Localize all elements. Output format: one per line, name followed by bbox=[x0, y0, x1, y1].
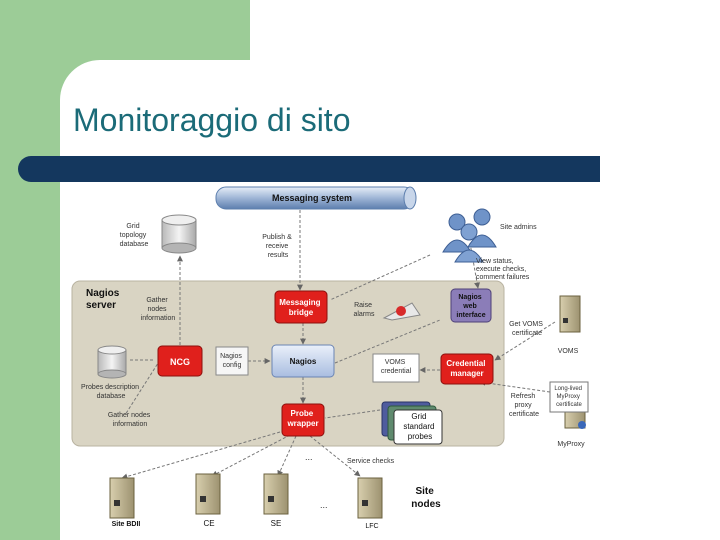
title-underline-bar bbox=[18, 156, 600, 182]
view-status-label: View status, execute checks, comment fai… bbox=[476, 258, 530, 281]
credential-manager-box bbox=[440, 353, 494, 385]
voms-credential-doc-icon bbox=[372, 353, 420, 383]
credential-manager-label: Credential manager bbox=[446, 359, 487, 378]
gather-nodes-info-bottom-label: Gather nodes information bbox=[108, 412, 152, 428]
grid-standard-probes-stack bbox=[381, 401, 443, 445]
site-bdii-server-icon bbox=[109, 477, 135, 519]
messaging-bridge-box bbox=[274, 290, 328, 324]
architecture-diagram: Nagios server Messaging system Grid to bbox=[71, 186, 589, 530]
voms-server-icon bbox=[559, 295, 581, 333]
ce-server-icon bbox=[195, 473, 221, 515]
voms-credential-label: VOMS credential bbox=[381, 359, 412, 375]
probe-wrapper-box bbox=[281, 403, 325, 437]
nagios-box bbox=[271, 344, 335, 378]
nagios-config-doc-icon bbox=[215, 346, 249, 376]
probes-description-label: Probes description database bbox=[81, 384, 141, 400]
messaging-system-pipe: Messaging system bbox=[215, 186, 417, 210]
ncg-box bbox=[157, 345, 203, 377]
service-checks-label: Service checks bbox=[347, 458, 395, 465]
probes-description-database-icon bbox=[97, 345, 127, 379]
se-server-icon bbox=[263, 473, 289, 515]
site-admins-label: Site admins bbox=[500, 224, 537, 231]
site-nodes-label: Site nodes bbox=[411, 486, 441, 510]
probe-wrapper-label: Probe wrapper bbox=[286, 409, 318, 428]
publish-receive-label: Publish & receive results bbox=[262, 234, 294, 259]
site-admins-icon bbox=[442, 208, 497, 263]
messaging-bridge-label: Messaging bridge bbox=[279, 298, 323, 317]
grid-topology-label: Grid topology database bbox=[120, 223, 149, 248]
lfc-server-icon bbox=[357, 477, 383, 519]
node-label-lfc: LFC bbox=[365, 523, 378, 530]
gather-nodes-info-top-label: Gather nodes information bbox=[141, 297, 176, 322]
refresh-proxy-label: Refresh proxy certificate bbox=[509, 393, 539, 418]
node-label-site-bdii: Site BDII bbox=[112, 521, 141, 528]
slide-title: Monitoraggio di sito bbox=[73, 102, 351, 138]
node-label-ce: CE bbox=[203, 519, 214, 528]
node-label-se: SE bbox=[271, 519, 282, 528]
nagios-config-label: Nagios config bbox=[220, 353, 244, 369]
nagios-server-label: Nagios bbox=[86, 288, 120, 299]
ellipsis-bottom: ... bbox=[320, 500, 328, 510]
voms-label: VOMS bbox=[558, 348, 579, 355]
get-voms-cert-label: Get VOMS certificate bbox=[509, 321, 545, 337]
alarm-envelope-icon bbox=[382, 302, 421, 321]
grid-topology-database-icon bbox=[161, 214, 197, 254]
nagios-server-label-2: server bbox=[86, 300, 116, 311]
grid-standard-probes-label: Grid standard probes bbox=[403, 412, 436, 441]
myproxy-label: MyProxy bbox=[557, 441, 585, 448]
raise-alarms-label: Raise alarms bbox=[353, 302, 375, 318]
nagios-web-interface-label: Nagios web interface bbox=[456, 294, 485, 319]
longlived-proxy-label: Long-lived MyProxy certificate bbox=[554, 386, 583, 408]
nagios-label: Nagios bbox=[290, 357, 317, 366]
nagios-web-interface-box bbox=[450, 288, 492, 323]
myproxy-server-icon bbox=[549, 381, 589, 429]
ellipsis-top: ... bbox=[305, 452, 313, 462]
connector-lines bbox=[121, 210, 556, 480]
messaging-system-label: Messaging system bbox=[272, 193, 352, 203]
ncg-label: NCG bbox=[170, 357, 190, 367]
